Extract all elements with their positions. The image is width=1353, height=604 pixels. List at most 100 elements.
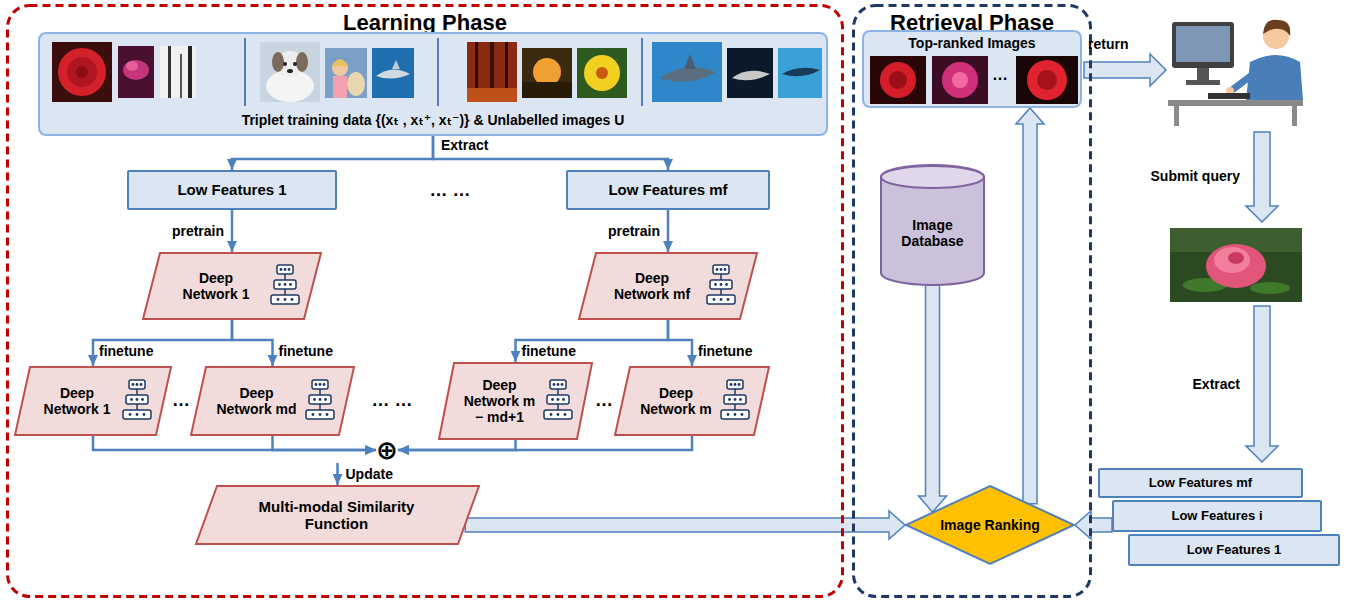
node-text: Image Ranking — [940, 517, 1040, 533]
network-unit — [739, 398, 742, 401]
image-tree — [188, 46, 192, 98]
network-unit — [734, 413, 737, 416]
network-unit — [557, 413, 560, 416]
network-layer — [713, 265, 729, 274]
network-link — [319, 389, 321, 395]
feature-box: Low Features mf — [1098, 468, 1303, 498]
group-separator — [244, 38, 246, 106]
image-rose — [52, 42, 112, 102]
network-unit — [312, 413, 315, 416]
edge-label: finetune — [698, 343, 752, 359]
network-unit — [291, 298, 294, 301]
network-layer — [550, 380, 566, 389]
connector — [231, 210, 234, 252]
image-shark — [782, 68, 820, 77]
image-tree — [180, 54, 182, 98]
submit-arrow — [1246, 132, 1278, 222]
image-shark — [660, 67, 716, 82]
network-link — [284, 289, 286, 295]
node-text: Low Features 1 — [177, 181, 286, 198]
node-text: Low Features mf — [1149, 476, 1252, 491]
node-text: Deep Network md — [214, 385, 300, 417]
panel-border — [8, 6, 843, 597]
phase-panel: Retrieval Phase Top-ranked ImagesImage D… — [852, 4, 1092, 598]
image-sunset — [522, 48, 572, 98]
image-shark — [778, 48, 822, 98]
network-layer — [707, 295, 735, 304]
network-unit — [562, 398, 565, 401]
results-box: Top-ranked Images — [862, 30, 1082, 108]
parallelogram-shape — [15, 367, 171, 435]
parallelogram-shape — [143, 253, 321, 319]
network-unit — [326, 413, 329, 416]
leaf — [1250, 282, 1290, 294]
network-unit — [277, 298, 280, 301]
network-unit — [129, 413, 132, 416]
network-unit — [720, 298, 723, 301]
node-text: Deep Network m — [636, 385, 716, 417]
network-link — [136, 389, 138, 395]
ranking-diamond: Image Ranking — [905, 485, 1075, 565]
connector — [93, 320, 232, 366]
image-rose — [952, 72, 968, 88]
network-layer — [271, 295, 299, 304]
network-unit — [727, 413, 730, 416]
parallelogram-shape — [579, 253, 757, 319]
parallelogram-shape — [191, 367, 354, 435]
network-unit — [741, 413, 744, 416]
annotation-label: Extract — [1193, 376, 1240, 392]
connector — [668, 320, 692, 366]
network-layer — [547, 395, 569, 404]
image-sunflower — [577, 48, 627, 98]
edge-label: finetune — [279, 343, 333, 359]
network-unit — [551, 398, 554, 401]
network-unit — [136, 413, 139, 416]
image-flower — [118, 46, 154, 98]
image-rose — [870, 56, 926, 104]
node-text: Deep Network 1 — [173, 270, 259, 302]
network-unit — [557, 398, 560, 401]
node-text: Low Features 1 — [1187, 543, 1282, 558]
image-dog — [272, 52, 284, 72]
rose — [1228, 252, 1244, 264]
edge-label: finetune — [99, 343, 153, 359]
image-shark — [372, 48, 414, 98]
network-unit — [716, 268, 719, 271]
network-unit — [564, 413, 567, 416]
connector — [336, 463, 339, 485]
annotation-label: … — [595, 390, 613, 411]
image-girl-dog — [333, 76, 347, 98]
network-link — [284, 274, 286, 280]
image-tree — [160, 46, 196, 98]
deep-network: Deep Network md — [190, 366, 355, 436]
network-unit — [714, 283, 717, 286]
annotation-label: … — [992, 66, 1008, 84]
parallelogram-shape — [196, 486, 479, 544]
database-cylinder: Image Database — [880, 165, 985, 285]
edge-label: finetune — [522, 343, 576, 359]
training-data-box: Triplet training data {(xₜ , xₜ⁺, xₜ⁻)} … — [38, 32, 828, 136]
monitor-stand — [1197, 68, 1209, 80]
flow-arrow — [1016, 108, 1044, 504]
image-sunset — [533, 58, 561, 86]
network-link — [319, 404, 321, 410]
network-unit — [553, 383, 556, 386]
query-image — [1170, 228, 1302, 302]
deep-network: Deep Network m — [614, 366, 770, 436]
image-girl-dog — [347, 72, 365, 96]
network-unit — [284, 283, 287, 286]
network-layer — [126, 395, 148, 404]
node-text: Low Features i — [1171, 509, 1262, 524]
network-unit — [278, 283, 281, 286]
image-rose — [76, 66, 88, 78]
network-layer — [306, 410, 334, 419]
deep-network: Deep Network mf — [578, 252, 758, 320]
network-unit — [734, 383, 737, 386]
network-unit — [319, 413, 322, 416]
image-forest — [467, 42, 517, 102]
parallelogram-shape — [439, 363, 592, 439]
connector — [273, 436, 377, 450]
deep-network: Deep Network 1 — [142, 252, 322, 320]
connector — [232, 320, 273, 366]
image-shark — [684, 54, 696, 69]
